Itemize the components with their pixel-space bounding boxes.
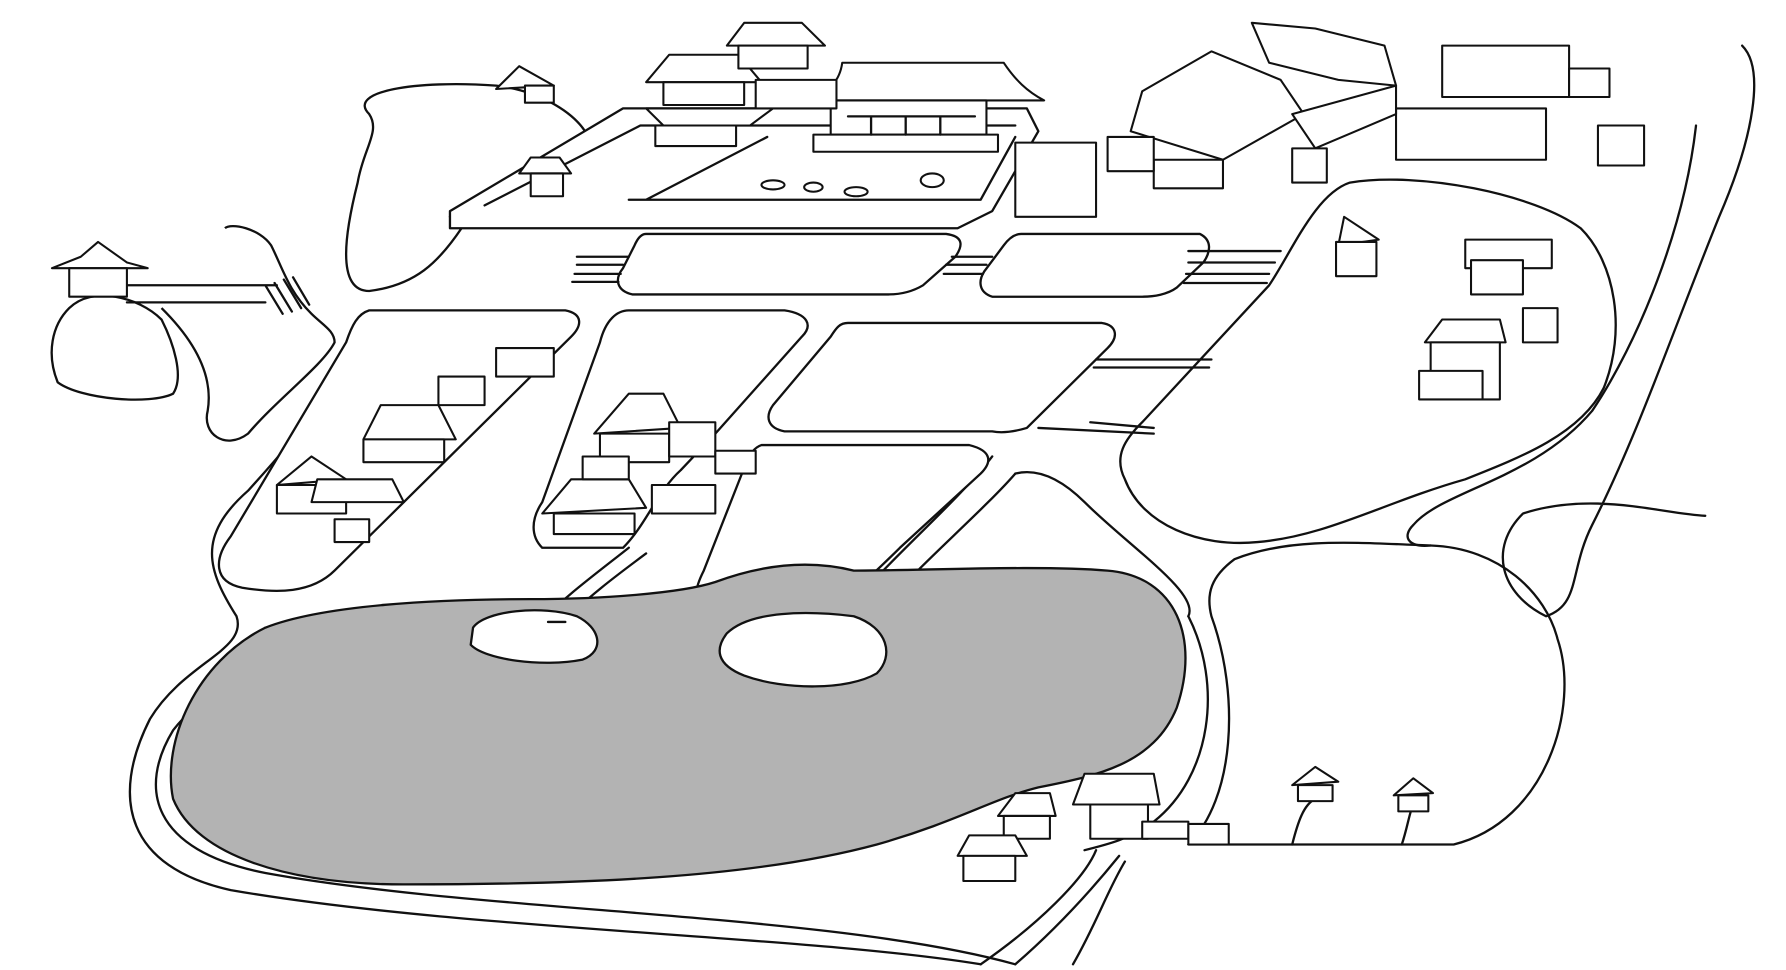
pagoda [645, 53, 775, 148]
gate-small [518, 156, 573, 198]
right-edge-road [1501, 44, 1756, 618]
buildings [50, 21, 1646, 883]
center-plot-buildings [541, 392, 757, 536]
plot-left-island [160, 224, 336, 442]
road-right-curve [1083, 615, 1209, 852]
road-right-curve-2 [1187, 541, 1566, 846]
plot-left-lobe [50, 294, 179, 401]
right-plot-buildings [1335, 215, 1559, 401]
plot-upper-center-1 [616, 232, 962, 296]
left-pavilion [50, 240, 149, 298]
rocks [760, 172, 945, 198]
pond-side-buildings [956, 772, 1230, 883]
outer-road-left [128, 318, 982, 966]
right-palace [1014, 21, 1646, 218]
left-plot-buildings [275, 347, 555, 544]
island-right [718, 611, 888, 688]
plot-top-left [345, 83, 590, 293]
road-right-small [1291, 797, 1415, 846]
island-left [469, 609, 599, 664]
top-left-pavilion [495, 65, 555, 104]
main-hall [806, 61, 1046, 153]
steps-right [942, 249, 1282, 435]
steps-left [571, 255, 630, 284]
plot-upper-center-2 [979, 232, 1211, 298]
road-bottom-lanes [979, 849, 1127, 966]
right-inner-road [1406, 124, 1698, 547]
pond [169, 563, 1187, 886]
small-shrines [1291, 765, 1434, 813]
gate-top [725, 21, 838, 110]
plot-center-square [767, 321, 1116, 434]
bridge-left [125, 276, 311, 315]
road-center-arc [1014, 471, 1191, 618]
